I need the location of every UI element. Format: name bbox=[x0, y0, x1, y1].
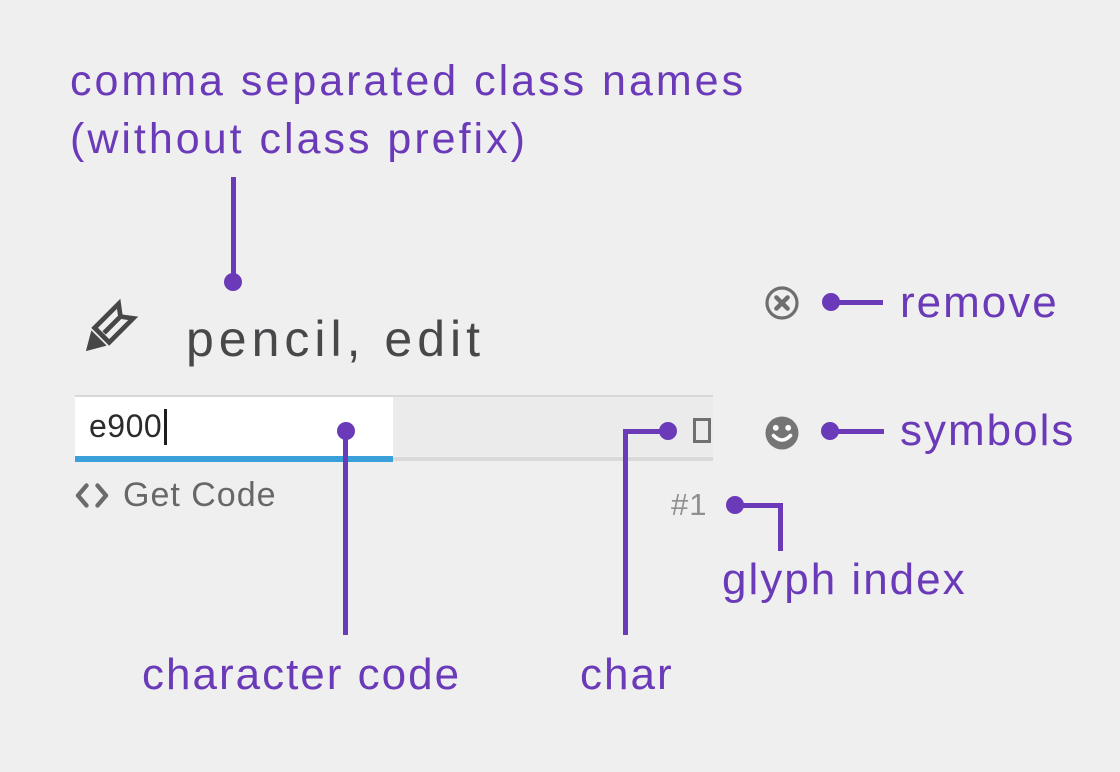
annotation-char-pointer-line-v bbox=[623, 429, 628, 635]
annotation-class-names-line1: comma separated class names bbox=[70, 57, 747, 105]
missing-glyph-box bbox=[693, 418, 711, 443]
smiley-icon bbox=[763, 414, 801, 452]
glyph-preview[interactable] bbox=[72, 295, 142, 365]
annotation-symbols-pointer-dot bbox=[821, 422, 839, 440]
annotation-char: char bbox=[580, 650, 674, 699]
annotation-character-code-pointer-line bbox=[343, 439, 348, 635]
char-code-value: e900 bbox=[89, 408, 163, 444]
annotation-class-names-pointer-line bbox=[231, 177, 236, 277]
annotation-character-code: character code bbox=[142, 650, 462, 699]
text-cursor bbox=[164, 408, 168, 445]
code-embed-icon bbox=[75, 482, 109, 509]
annotation-glyph-index-pointer-line-h bbox=[743, 503, 783, 508]
annotation-char-pointer-line-h bbox=[624, 429, 662, 434]
get-code-button[interactable]: Get Code bbox=[75, 478, 277, 512]
get-code-label: Get Code bbox=[123, 476, 277, 514]
annotation-class-names: comma separated class names (without cla… bbox=[70, 52, 746, 168]
annotation-glyph-index: glyph index bbox=[722, 555, 967, 604]
annotation-char-pointer-dot bbox=[659, 422, 677, 440]
annotation-class-names-line2: (without class prefix) bbox=[70, 115, 528, 163]
annotation-character-code-pointer-dot bbox=[337, 422, 355, 440]
remove-glyph-button[interactable] bbox=[763, 284, 801, 322]
annotation-glyph-index-pointer-dot bbox=[726, 496, 744, 514]
annotation-symbols: symbols bbox=[900, 406, 1076, 455]
annotation-glyph-index-pointer-line-v bbox=[778, 503, 783, 551]
char-code-field: e900 bbox=[75, 395, 713, 462]
field-underline bbox=[393, 457, 713, 461]
annotation-class-names-pointer-dot bbox=[224, 273, 242, 291]
glyph-index-value: #1 bbox=[671, 487, 708, 522]
field-top-border bbox=[75, 395, 713, 397]
field-focus-underline bbox=[75, 456, 393, 462]
annotation-remove: remove bbox=[900, 278, 1059, 327]
annotation-symbols-pointer-line bbox=[838, 429, 884, 434]
annotation-remove-pointer-line bbox=[839, 300, 883, 305]
circle-x-icon bbox=[763, 284, 801, 322]
annotation-remove-pointer-dot bbox=[822, 293, 840, 311]
symbols-button[interactable] bbox=[763, 414, 801, 452]
glyph-names-text: pencil, edit bbox=[186, 311, 486, 367]
pencil-icon bbox=[72, 295, 142, 365]
